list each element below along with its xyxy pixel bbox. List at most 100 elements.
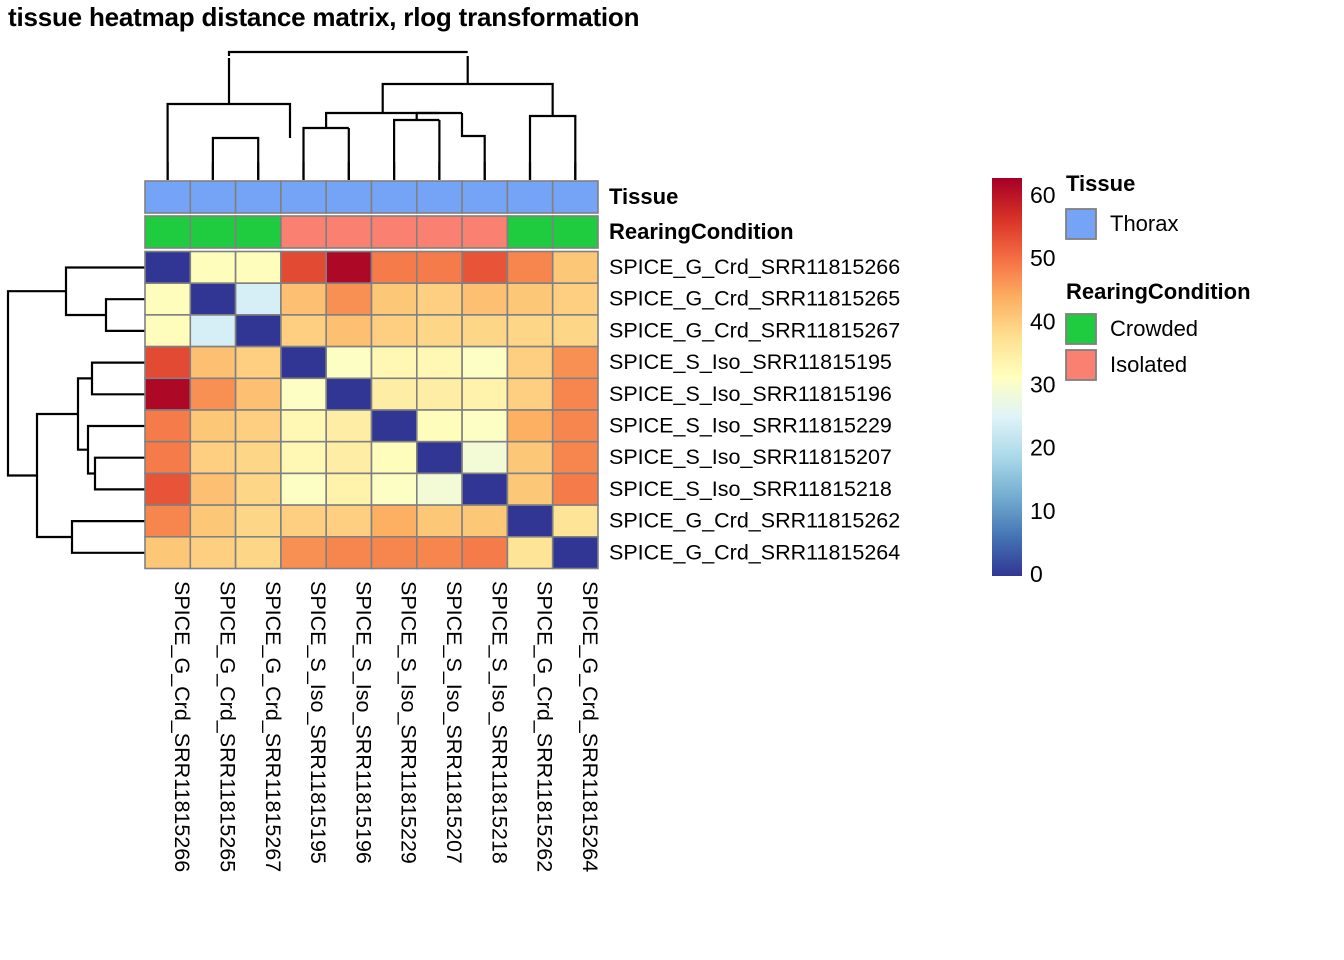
colorbar-tick-label: 40 <box>1030 308 1056 334</box>
annotation-cell <box>325 180 373 214</box>
heatmap-cell <box>280 472 327 506</box>
heatmap-cell <box>551 504 599 538</box>
heatmap-cell <box>415 535 463 570</box>
annotation-cell <box>506 180 554 214</box>
annotation-cell <box>551 180 599 214</box>
annotation-cell <box>234 180 282 214</box>
heatmap-cell <box>325 377 373 411</box>
annotation-cell <box>551 215 599 249</box>
heatmap-cell <box>280 409 327 443</box>
heatmap-cell <box>189 314 237 348</box>
annotation-cell <box>415 180 463 214</box>
heatmap-cell <box>280 377 327 411</box>
heatmap-cell <box>506 535 554 570</box>
legend-swatch-isolated[interactable] <box>1065 349 1097 381</box>
heatmap-grid <box>144 250 599 570</box>
colorbar-tick-label: 30 <box>1030 372 1056 398</box>
heatmap-cell <box>415 282 463 316</box>
heatmap-cell <box>370 472 418 506</box>
annotation-row-tissue <box>144 180 599 214</box>
colorbar-tick-label: 50 <box>1030 245 1056 271</box>
heatmap-cell <box>144 440 192 475</box>
heatmap-cell <box>144 472 192 506</box>
annotation-cell <box>506 215 554 249</box>
heatmap-cell <box>551 440 599 475</box>
annotation-cell <box>144 180 192 214</box>
heatmap-cell <box>370 504 418 538</box>
annotation-cell <box>144 215 192 249</box>
heatmap-cell <box>280 345 327 380</box>
heatmap-cell <box>234 282 282 316</box>
heatmap-cell <box>370 377 418 411</box>
heatmap-cell <box>370 535 418 570</box>
heatmap-cell <box>144 314 192 348</box>
row-label: SPICE_S_Iso_SRR11815229 <box>609 414 892 438</box>
heatmap-cell <box>461 314 509 348</box>
heatmap-cell <box>506 472 554 506</box>
heatmap-cell <box>506 409 554 443</box>
annotation-cell <box>234 215 282 249</box>
row-label: SPICE_G_Crd_SRR11815266 <box>609 255 900 279</box>
annotation-cell <box>325 215 373 249</box>
annotation-bars: Tissue RearingCondition <box>144 180 794 249</box>
colorbar-tick-label: 60 <box>1030 182 1056 208</box>
legend-swatch-thorax[interactable] <box>1065 208 1097 240</box>
colorbar-tick-label: 10 <box>1030 498 1056 524</box>
row-label: SPICE_S_Iso_SRR11815196 <box>609 382 892 406</box>
column-label: SPICE_S_Iso_SRR11815196 <box>351 581 375 864</box>
legend-swatch-crowded[interactable] <box>1065 313 1097 345</box>
heatmap-cell <box>551 472 599 506</box>
heatmap-cell <box>189 504 237 538</box>
heatmap-cell <box>234 377 282 411</box>
column-ticks <box>166 162 577 180</box>
page-title: tissue heatmap distance matrix, rlog tra… <box>8 2 640 32</box>
row-dendrogram <box>6 266 145 554</box>
heatmap-cell <box>280 504 327 538</box>
heatmap-cell <box>325 345 373 380</box>
heatmap-cell <box>551 282 599 316</box>
heatmap-cell <box>551 409 599 443</box>
heatmap-cell <box>144 345 192 380</box>
annotation-cell <box>189 215 237 249</box>
heatmap-cell <box>461 504 509 538</box>
heatmap-cell <box>370 440 418 475</box>
heatmap-cell <box>234 250 282 285</box>
annotation-cell <box>461 180 509 214</box>
column-label: SPICE_G_Crd_SRR11815267 <box>261 581 285 872</box>
heatmap-cell <box>415 504 463 538</box>
heatmap-cell <box>144 282 192 316</box>
column-label: SPICE_S_Iso_SRR11815218 <box>487 581 511 864</box>
row-label: SPICE_G_Crd_SRR11815262 <box>609 509 900 533</box>
heatmap-cell <box>506 250 554 285</box>
heatmap-cell <box>280 440 327 475</box>
heatmap-cell <box>325 535 373 570</box>
heatmap-cell <box>234 409 282 443</box>
heatmap-cell <box>325 504 373 538</box>
heatmap-cell <box>189 535 237 570</box>
row-label: SPICE_G_Crd_SRR11815267 <box>609 318 900 342</box>
heatmap-cell <box>280 282 327 316</box>
heatmap-cell <box>415 314 463 348</box>
heatmap-cell <box>461 535 509 570</box>
row-label: SPICE_G_Crd_SRR11815265 <box>609 287 900 311</box>
heatmap-cell <box>189 250 237 285</box>
heatmap-cell <box>234 314 282 348</box>
heatmap-cell <box>415 377 463 411</box>
legend-label-crowded: Crowded <box>1110 316 1198 341</box>
annotation-cell <box>370 180 418 214</box>
heatmap-cell <box>461 472 509 506</box>
heatmap-cell <box>506 504 554 538</box>
annotation-cell <box>461 215 509 249</box>
heatmap-cell <box>461 440 509 475</box>
column-label: SPICE_S_Iso_SRR11815229 <box>397 581 421 864</box>
column-label: SPICE_S_Iso_SRR11815207 <box>442 581 466 864</box>
colorbar-gradient <box>992 178 1022 576</box>
heatmap-cell <box>189 377 237 411</box>
heatmap-cell <box>325 314 373 348</box>
heatmap-cell <box>144 250 192 285</box>
heatmap-cell <box>370 314 418 348</box>
column-label: SPICE_G_Crd_SRR11815266 <box>170 581 194 872</box>
